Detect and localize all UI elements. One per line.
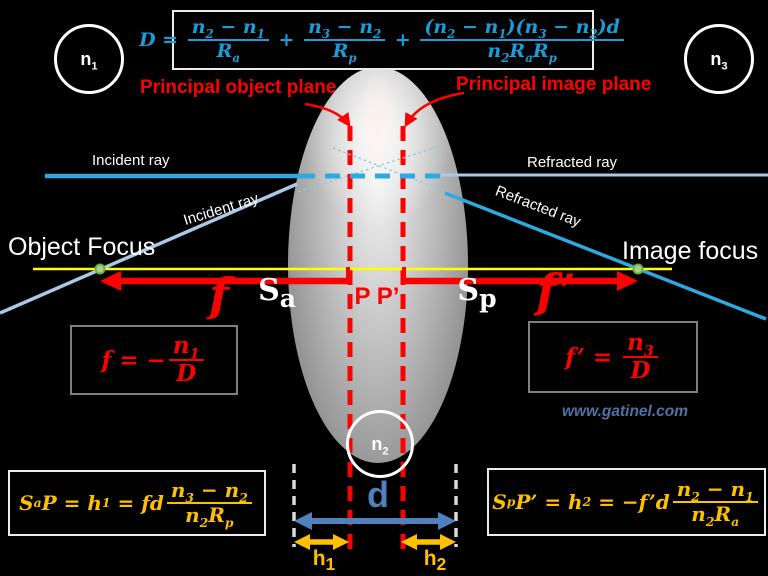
refracted-ray-top-label: Refracted ray: [527, 154, 618, 171]
f-arrowhead: [100, 271, 121, 291]
image-focus-label: Image focus: [622, 237, 759, 265]
sa-label: Sa: [258, 273, 296, 313]
d-arrowhead-left: [294, 512, 312, 530]
construction-line-image: [332, 147, 453, 195]
h1-arrowhead-right: [333, 534, 349, 550]
n3-medium-circle: n3: [684, 24, 754, 94]
f-prime-label: f’: [536, 264, 576, 318]
d-arrowhead-right: [438, 512, 456, 530]
sp-label: Sp: [457, 273, 497, 313]
incident-ray-diagonal: [0, 182, 298, 315]
h1-arrowhead-left: [294, 534, 310, 550]
n2-label: n2: [371, 433, 389, 458]
incident-ray-top-label: Incident ray: [92, 152, 170, 169]
object-focus-point: [94, 263, 106, 275]
refracted-ray-diagonal: [444, 191, 767, 321]
n1-label: n1: [80, 48, 98, 73]
principal-points-label: P P’: [354, 283, 400, 310]
f-label: f: [209, 268, 229, 322]
principal-image-plane-label: Principal image plane: [456, 74, 652, 95]
principal-object-plane-label: Principal object plane: [140, 77, 337, 98]
h2-arrowhead-right: [440, 534, 456, 550]
n2-medium-circle: n2: [346, 410, 414, 478]
h2-arrowhead-left: [401, 534, 417, 550]
thick-lens: [288, 67, 468, 463]
watermark-url: www.gatinel.com: [562, 403, 689, 420]
f-prime-arrowhead: [617, 271, 638, 291]
d-label: d: [367, 474, 389, 515]
h2-label: h2: [423, 547, 447, 575]
h1-label: h1: [312, 547, 336, 575]
n1-medium-circle: n1: [54, 24, 124, 94]
construction-line-object: [297, 145, 441, 193]
image-focus-point: [632, 263, 644, 275]
image-plane-pointer-arrow: [404, 91, 465, 128]
object-focus-label: Object Focus: [8, 233, 156, 261]
n3-label: n3: [710, 48, 728, 73]
object-plane-pointer-arrow: [304, 102, 351, 128]
